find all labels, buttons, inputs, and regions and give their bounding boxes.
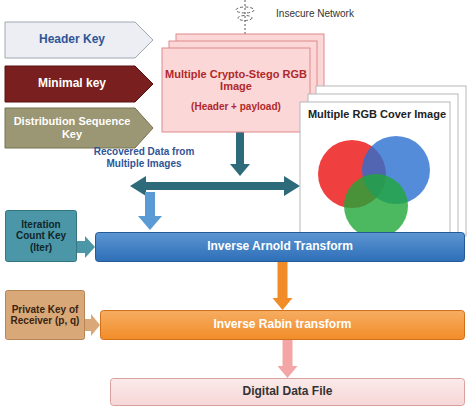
flow-arrow: [273, 262, 293, 310]
flow-arrow: [278, 340, 298, 378]
stego-image-stack: Multiple Crypto-Stego RGB Image (Header +…: [162, 34, 324, 132]
flow-arrow: [77, 236, 95, 258]
annotation-label: Recovered Data from Multiple Images: [88, 146, 200, 169]
node-title: Distribution Sequence Key: [11, 115, 133, 140]
key-arrow: Minimal key: [5, 66, 153, 102]
key-arrow: Header Key: [5, 22, 153, 58]
node-content: Multiple RGB Cover Image: [300, 86, 466, 252]
node-subtitle: (Header + payload): [191, 101, 281, 113]
down-arrow: [138, 192, 162, 230]
output-band: Digital Data File: [110, 378, 465, 406]
node-title: Digital Data File: [242, 385, 332, 399]
node-content: Private Key of Receiver (p, q): [5, 290, 85, 340]
key-arrow-shape: [5, 22, 153, 58]
down-arrow: [230, 132, 250, 176]
key-arrow-shape: [5, 66, 153, 102]
node-title: Header Key: [39, 33, 105, 47]
node-title: Inverse Arnold Transform: [207, 240, 353, 254]
box-shape: [6, 291, 85, 340]
node-title: Iteration Count Key (Iter): [8, 219, 74, 254]
node-title: Multiple Crypto-Stego RGB Image: [164, 68, 308, 93]
box-shape: [96, 233, 465, 262]
network-label: Insecure Network: [255, 8, 375, 20]
box-shape: [6, 211, 77, 262]
page-sheet: [300, 102, 450, 252]
key-box: Private Key of Receiver (p, q): [5, 290, 85, 340]
node-content: Iteration Count Key (Iter): [5, 210, 77, 262]
node-content: Inverse Rabin transform: [100, 310, 465, 340]
box-shape: [101, 311, 465, 340]
process-band: Inverse Arnold Transform: [95, 232, 465, 262]
box-shape: [111, 379, 465, 406]
node-content: Digital Data File: [110, 378, 465, 406]
page-sheet: [162, 48, 310, 132]
node-content: Distribution Sequence Key: [5, 108, 153, 148]
cover-image-stack: Multiple RGB Cover Image: [300, 86, 466, 252]
node-title: Private Key of Receiver (p, q): [8, 304, 82, 327]
process-band: Inverse Rabin transform: [100, 310, 465, 340]
key-box: Iteration Count Key (Iter): [5, 210, 77, 262]
key-arrow-shape: [5, 108, 153, 148]
node-title: Minimal key: [38, 77, 106, 91]
node-title: Multiple RGB Cover Image: [308, 108, 446, 121]
green-circle: [344, 174, 408, 238]
node-content: Multiple Crypto-Stego RGB Image (Header +…: [162, 34, 324, 132]
node-content: Inverse Arnold Transform: [95, 232, 465, 262]
flow-arrow: [85, 314, 100, 336]
double-arrow: [130, 176, 300, 196]
node-content: Minimal key: [5, 66, 153, 102]
node-title: Inverse Rabin transform: [213, 318, 351, 332]
node-content: Header Key: [5, 22, 153, 58]
key-arrow: Distribution Sequence Key: [5, 108, 153, 148]
